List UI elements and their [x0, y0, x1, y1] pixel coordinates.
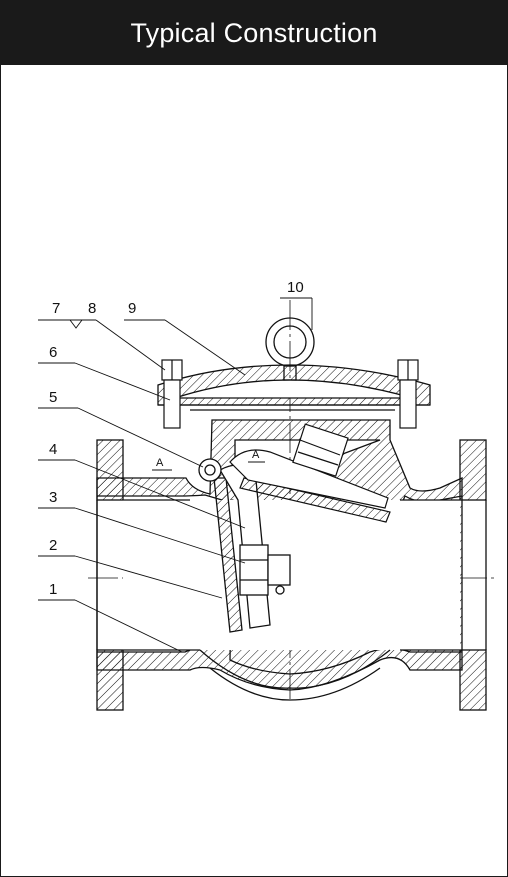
- label-part-6: 6: [49, 344, 57, 361]
- page-title: Typical Construction: [1, 1, 507, 65]
- lifting-eye: [265, 317, 315, 381]
- label-part-7: 7: [52, 300, 60, 317]
- leader-lines: [38, 297, 313, 653]
- disc-open-position: [229, 423, 391, 523]
- label-part-10: 10: [287, 279, 304, 296]
- cover-bolts: [161, 359, 419, 429]
- label-part-8: 8: [88, 300, 96, 317]
- label-part-4: 4: [49, 441, 57, 458]
- bonnet: [157, 364, 431, 411]
- label-part-9: 9: [128, 300, 136, 317]
- label-part-2: 2: [49, 537, 57, 554]
- label-part-5: 5: [49, 389, 57, 406]
- label-part-1: 1: [49, 581, 57, 598]
- section-marker-right: A: [252, 449, 260, 461]
- section-marker-left: A: [156, 457, 164, 469]
- disc-assembly: [198, 458, 291, 633]
- label-part-3: 3: [49, 489, 57, 506]
